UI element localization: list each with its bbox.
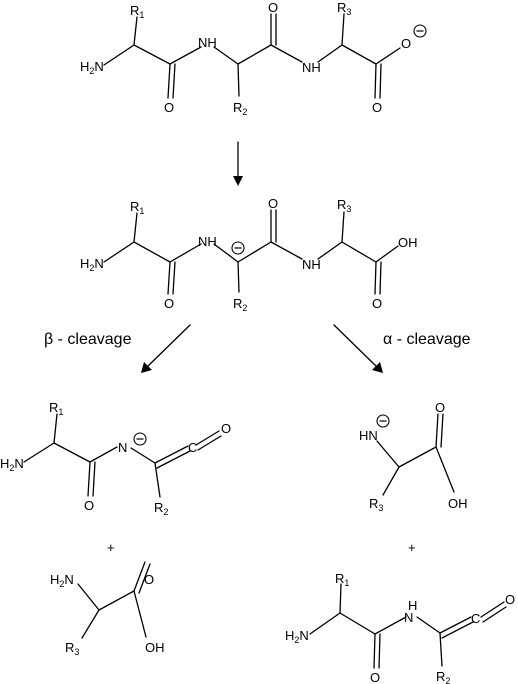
ketene-c-label: C — [471, 611, 480, 626]
ketene-c-label: C — [188, 440, 197, 455]
fragment-beta-amino-acid: H2N R3 O OH — [50, 561, 165, 657]
beta-cleavage-label: β - cleavage — [44, 331, 132, 348]
amide-h-label: H — [408, 598, 417, 613]
r2-label: R2 — [233, 100, 247, 117]
amine-hn-label: HN — [359, 428, 378, 443]
r3-label: R3 — [65, 640, 79, 657]
carbonyl-o-label: O — [268, 196, 278, 211]
carboxyl-o-label: O — [372, 296, 382, 311]
r3-label: R3 — [337, 0, 351, 17]
fragment-alpha-amino-anion: HN R3 O OH — [359, 400, 468, 513]
r2-label: R2 — [233, 296, 247, 313]
carbonyl-o-label: O — [164, 100, 174, 115]
r1-label: R1 — [335, 571, 349, 588]
amine-label: H2N — [285, 628, 309, 645]
carbonyl-o-label: O — [268, 0, 278, 15]
r1-label: R1 — [130, 3, 144, 20]
r2-label: R2 — [154, 500, 168, 517]
carboxyl-oh-label: OH — [448, 496, 468, 511]
fragment-beta-ketene: H2N R1 O N R2 C O — [0, 400, 231, 517]
carbonyl-o-label: O — [370, 670, 380, 684]
molecule-carbanion-intermediate: H2N R1 O NH R2 O NH R3 O OH — [80, 196, 418, 313]
carboxyl-o-label: O — [144, 572, 154, 587]
fragment-alpha-ketene: H2N R1 O N H R2 C O — [285, 571, 515, 684]
carboxyl-o-label: O — [435, 400, 445, 415]
carboxyl-o-label: O — [372, 100, 382, 115]
carboxyl-oh-label: OH — [145, 640, 165, 655]
carbanion-charge-icon — [231, 241, 245, 255]
amine-label: H2N — [80, 256, 104, 273]
amide-nh-label: NH — [302, 257, 321, 272]
alpha-cleavage-label: α - cleavage — [383, 331, 471, 348]
negative-charge-icon — [413, 24, 427, 38]
amine-label: H2N — [0, 456, 24, 473]
amide-nh-label: NH — [198, 35, 217, 50]
r3-label: R3 — [337, 197, 351, 214]
ketene-o-label: O — [221, 421, 231, 436]
amide-n-label: N — [404, 610, 413, 625]
negative-charge-icon — [133, 432, 147, 446]
r3-label: R3 — [369, 496, 383, 513]
ketene-o-label: O — [505, 592, 515, 607]
amide-nh-label: NH — [198, 234, 217, 249]
negative-charge-icon — [376, 414, 390, 428]
carboxyl-oh-label: OH — [398, 235, 418, 250]
arrow-beta-icon — [141, 324, 191, 373]
carboxylate-o-label: O — [401, 36, 411, 51]
plus-sign-left: + — [107, 540, 115, 555]
amine-label: H2N — [80, 59, 104, 76]
r1-label: R1 — [130, 199, 144, 216]
r1-label: R1 — [49, 400, 63, 417]
molecule-tripeptide-anion: H2N R1 O NH R2 O NH R3 O O — [80, 0, 427, 117]
plus-sign-right: + — [408, 540, 416, 555]
amide-n-label: N — [118, 440, 127, 455]
amine-label: H2N — [50, 572, 74, 589]
amide-nh-label: NH — [302, 60, 321, 75]
arrow-alpha-icon — [333, 324, 383, 373]
carbonyl-o-label: O — [84, 498, 94, 513]
carbonyl-o-label: O — [164, 296, 174, 311]
r2-label: R2 — [436, 669, 450, 684]
arrow-down-icon — [233, 141, 243, 186]
